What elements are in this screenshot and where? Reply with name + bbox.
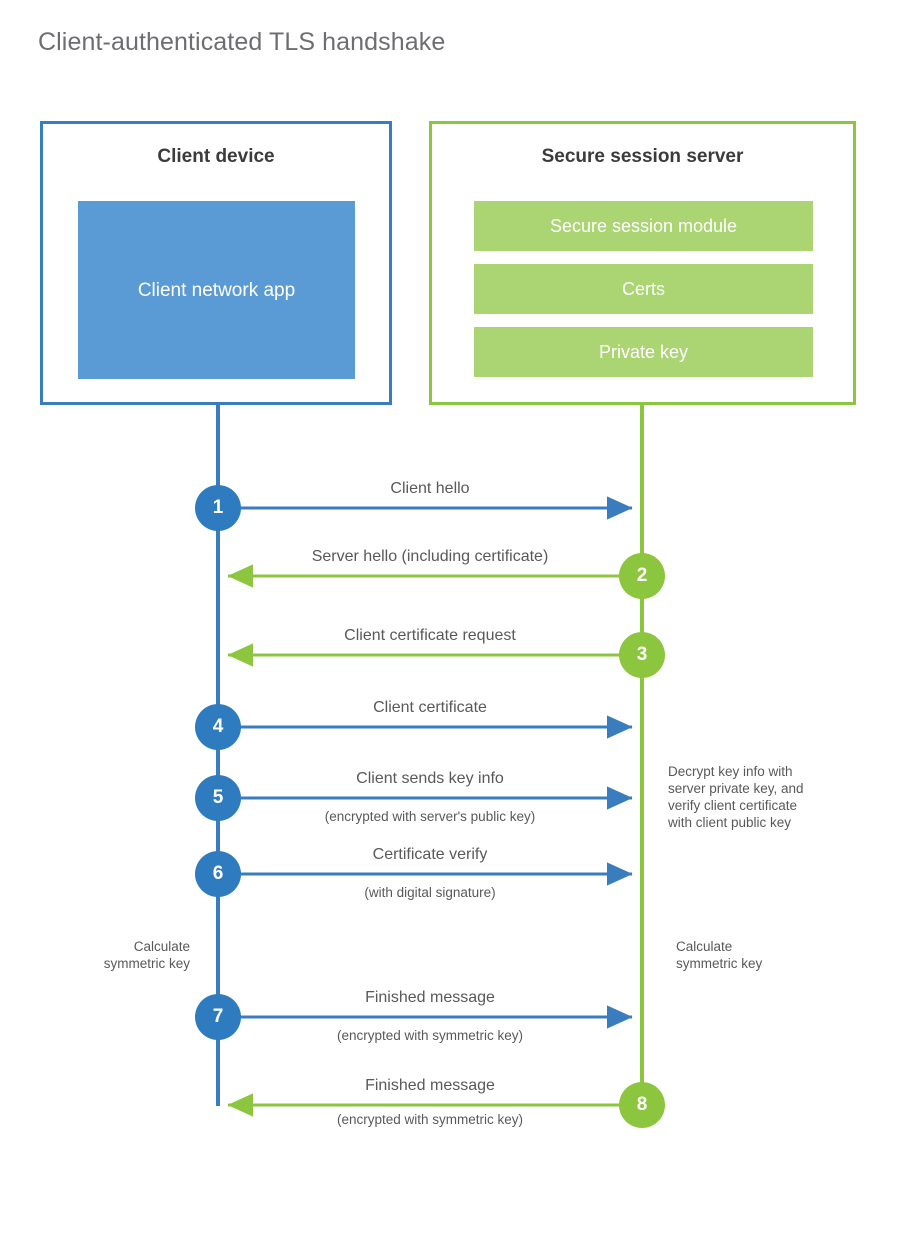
step-circle-3[interactable]: 3 [619,632,665,678]
message-sublabel-8: (encrypted with symmetric key) [336,1112,524,1127]
secure-session-server-title: Secure session server [541,146,744,167]
message-label-8: Finished message [365,1077,495,1094]
step-circle-8[interactable]: 8 [619,1082,665,1128]
annotation-server-calculate-symmetric-key: Calculate symmetric key [676,939,763,971]
message-label-4: Client certificate [373,699,487,716]
message-sublabel-6: (with digital signature) [364,885,496,900]
message-label-3: Client certificate request [344,627,516,644]
step-circle-2[interactable]: 2 [619,553,665,599]
annotation-server-decrypt: Decrypt key info with server private key… [668,764,804,830]
page-title: Client-authenticated TLS handshake [38,28,446,56]
message-label-5: Client sends key info [356,770,504,787]
step-circle-6[interactable]: 6 [195,851,241,897]
step-circle-5[interactable]: 5 [195,775,241,821]
client-device-box: Client device Client network app [40,121,392,405]
message-sublabel-5: (encrypted with server's public key) [324,809,536,824]
annotation-client-calculate-symmetric-key: Calculate symmetric key [103,939,190,971]
step-circle-4[interactable]: 4 [195,704,241,750]
server-component-certs: Certs [474,264,813,314]
secure-session-server-box: Secure session server Secure session mod… [429,121,856,405]
server-component-secure-session-module: Secure session module [474,201,813,251]
message-label-2: Server hello (including certificate) [311,548,549,565]
message-sublabel-7: (encrypted with symmetric key) [336,1028,524,1043]
client-device-title: Client device [157,146,275,167]
message-label-1: Client hello [390,480,470,497]
message-label-6: Certificate verify [372,846,488,863]
step-circle-7[interactable]: 7 [195,994,241,1040]
client-network-app-block: Client network app [78,201,355,379]
server-component-private-key: Private key [474,327,813,377]
message-label-7: Finished message [365,989,495,1006]
step-circle-1[interactable]: 1 [195,485,241,531]
